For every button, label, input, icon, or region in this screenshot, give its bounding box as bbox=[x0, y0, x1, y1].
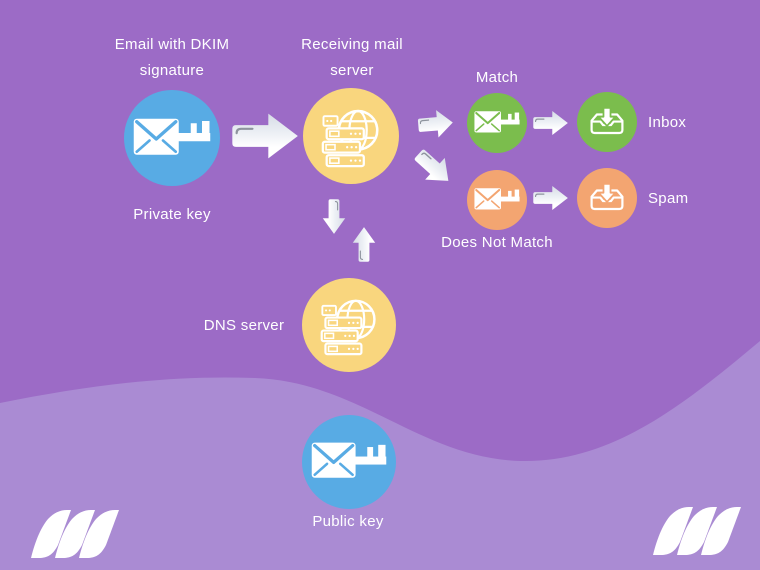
does-not-match-node bbox=[467, 170, 527, 230]
envelope-key-icon bbox=[311, 441, 387, 480]
triple-slash-logo-icon bbox=[653, 507, 741, 555]
inbox-tray-icon bbox=[590, 106, 624, 135]
arrow-dns-to-server bbox=[351, 226, 377, 264]
label-inbox: Inbox bbox=[648, 114, 687, 131]
spam-node bbox=[577, 168, 637, 228]
label-dns-server: DNS server bbox=[203, 317, 285, 334]
arrow-private-to-server bbox=[228, 110, 300, 162]
label-match: Match bbox=[475, 69, 519, 86]
arrow-mismatch-to-spam bbox=[531, 184, 569, 212]
public-key-node bbox=[302, 415, 396, 509]
server-globe-icon bbox=[321, 109, 379, 168]
block-arrow-icon bbox=[322, 198, 346, 235]
inbox-tray-icon bbox=[590, 182, 624, 211]
block-arrow-icon bbox=[416, 108, 455, 140]
triple-slash-logo-icon bbox=[31, 510, 119, 558]
block-arrow-icon bbox=[231, 112, 299, 160]
brand-logo-right bbox=[652, 507, 744, 555]
private-key-node bbox=[124, 90, 220, 186]
label-private-key: Private key bbox=[133, 206, 211, 223]
dns-server-node bbox=[302, 278, 396, 372]
block-arrow-icon bbox=[532, 110, 569, 136]
block-arrow-icon bbox=[352, 226, 376, 263]
arrow-server-to-dns bbox=[321, 197, 347, 235]
label-spam: Spam bbox=[648, 190, 689, 207]
label-email-with-dkim: Email with DKIM signature bbox=[114, 36, 230, 79]
label-public-key: Public key bbox=[312, 513, 384, 530]
server-globe-icon bbox=[320, 299, 376, 356]
envelope-key-icon bbox=[474, 187, 520, 211]
block-arrow-icon bbox=[532, 185, 569, 211]
receiving-mail-server-node bbox=[303, 88, 399, 184]
label-does-not-match: Does Not Match bbox=[441, 234, 553, 251]
inbox-node bbox=[577, 92, 637, 152]
arrow-server-to-match bbox=[415, 106, 456, 141]
label-receiving-server: Receiving mail server bbox=[301, 36, 403, 79]
brand-logo-left bbox=[30, 510, 122, 558]
match-node bbox=[467, 93, 527, 153]
envelope-key-icon bbox=[474, 110, 520, 134]
arrow-match-to-inbox bbox=[531, 109, 569, 137]
envelope-key-icon bbox=[133, 116, 211, 157]
